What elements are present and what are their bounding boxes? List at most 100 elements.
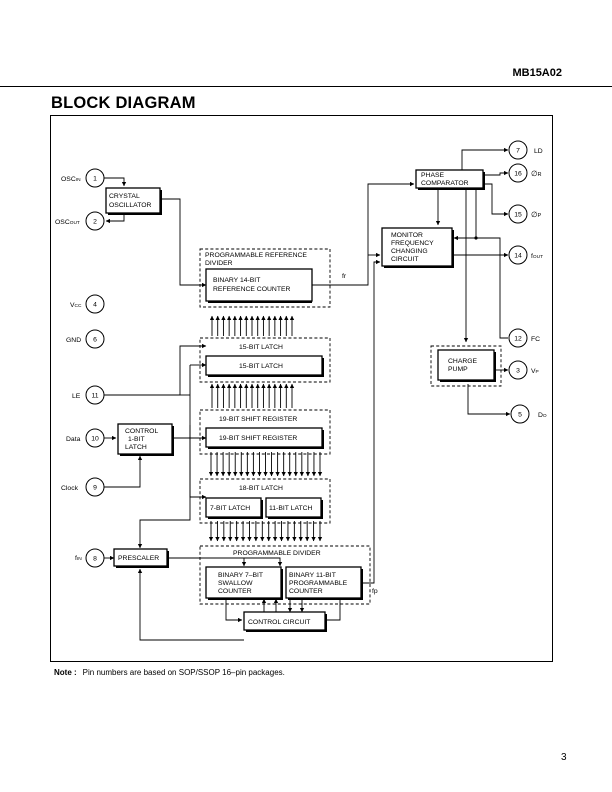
swallow-counter-line2: SWALLOW bbox=[218, 580, 253, 587]
prog-divider-group-label: PROGRAMMABLE DIVIDER bbox=[233, 550, 321, 557]
svg-text:LD: LD bbox=[534, 148, 543, 155]
svg-text:14: 14 bbox=[514, 253, 522, 260]
control-latch-line1: CONTROL bbox=[125, 428, 158, 435]
pin-do: 5 DO bbox=[510, 404, 547, 424]
svg-text:5: 5 bbox=[518, 412, 522, 419]
charge-pump-line2: PUMP bbox=[448, 366, 468, 373]
bus-arrows bbox=[208, 315, 323, 542]
ref-divider-label-line1: PROGRAMMABLE REFERENCE bbox=[205, 252, 307, 259]
svg-text:6: 6 bbox=[93, 337, 97, 344]
prog-counter-line3: COUNTER bbox=[289, 588, 323, 595]
svg-text:OSCIN: OSCIN bbox=[61, 176, 81, 183]
svg-text:3: 3 bbox=[516, 368, 520, 375]
pin-vcc: VCC 4 bbox=[70, 294, 105, 314]
ref-divider-label-line2: DIVIDER bbox=[205, 260, 233, 267]
pin-phi-r: 16 ∅R bbox=[508, 163, 542, 183]
svg-text:12: 12 bbox=[514, 336, 522, 343]
svg-text:9: 9 bbox=[93, 485, 97, 492]
latch15-group-label: 15-BIT LATCH bbox=[239, 344, 283, 351]
pin-fc: 12 FC bbox=[508, 328, 540, 348]
phase-comparator-line2: COMPARATOR bbox=[421, 180, 469, 187]
svg-text:LE: LE bbox=[72, 393, 81, 400]
svg-text:8: 8 bbox=[93, 556, 97, 563]
prog-counter-line1: BINARY 11-BIT bbox=[289, 572, 336, 579]
control-latch-block: CONTROL 1-BIT LATCH bbox=[117, 423, 174, 456]
pin-le: LE 11 bbox=[72, 385, 105, 405]
ref-counter-line1: BINARY 14-BIT bbox=[213, 277, 260, 284]
pin-vp: 3 VP bbox=[508, 360, 539, 380]
part-number: MB15A02 bbox=[512, 67, 562, 79]
fp-signal-label: fp bbox=[372, 588, 378, 595]
monitor-circuit-line1: MONITOR bbox=[391, 232, 423, 239]
latch18-group bbox=[199, 478, 331, 524]
svg-text:2: 2 bbox=[93, 219, 97, 226]
svg-text:OSCOUT: OSCOUT bbox=[55, 219, 80, 226]
swallow-counter-line3: COUNTER bbox=[218, 588, 252, 595]
fr-signal-label: fr bbox=[342, 273, 347, 280]
crystal-oscillator-line1: CRYSTAL bbox=[109, 193, 140, 200]
footnote: Note : Pin numbers are based on SOP/SSOP … bbox=[54, 668, 285, 677]
svg-text:11: 11 bbox=[91, 393, 98, 400]
latch18-group-label: 18-BIT LATCH bbox=[239, 485, 283, 492]
control-latch-line2: 1-BIT bbox=[128, 436, 145, 443]
svg-text:VCC: VCC bbox=[70, 302, 82, 309]
shift-register-block: 19-BIT SHIFT REGISTER bbox=[205, 427, 324, 449]
latch15-group bbox=[199, 337, 331, 383]
monitor-circuit-line2: FREQUENCY bbox=[391, 240, 434, 247]
monitor-circuit-block: MONITOR FREQUENCY CHANGING CIRCUIT bbox=[381, 227, 454, 268]
pin-clock: Clock 9 bbox=[61, 477, 105, 497]
crystal-oscillator-line2: OSCILLATOR bbox=[109, 202, 152, 209]
svg-text:DO: DO bbox=[538, 412, 547, 419]
shift-group-label: 19-BIT SHIFT REGISTER bbox=[219, 416, 297, 423]
monitor-circuit-line4: CIRCUIT bbox=[391, 256, 419, 263]
charge-pump-line1: CHARGE bbox=[448, 358, 478, 365]
latch15-label: 15-BIT LATCH bbox=[239, 363, 283, 370]
reference-counter-block: BINARY 14-BIT REFERENCE COUNTER bbox=[205, 268, 313, 303]
prescaler-block: PRESCALER bbox=[113, 548, 169, 568]
svg-text:fOUT: fOUT bbox=[531, 253, 543, 260]
prescaler-label: PRESCALER bbox=[118, 555, 159, 562]
svg-text:∅R: ∅R bbox=[531, 169, 542, 178]
footnote-label: Note : bbox=[54, 668, 77, 677]
pin-data: Data 10 bbox=[66, 428, 105, 448]
pin-fin: fIN 8 bbox=[75, 548, 105, 568]
section-title: BLOCK DIAGRAM bbox=[51, 94, 196, 112]
pin-gnd: GND 6 bbox=[66, 329, 105, 349]
shift-register-group bbox=[199, 409, 331, 455]
charge-pump-block: CHARGE PUMP bbox=[437, 349, 496, 382]
swallow-counter-block: BINARY 7–BIT SWALLOW COUNTER bbox=[205, 566, 283, 600]
wires bbox=[104, 147, 511, 641]
shift-register-label: 19-BIT SHIFT REGISTER bbox=[219, 435, 297, 442]
diagram-frame bbox=[50, 115, 553, 662]
latch11-block: 11-BIT LATCH bbox=[265, 497, 323, 519]
control-circuit-block: CONTROL CIRCUIT bbox=[243, 611, 327, 632]
prog-counter-block: BINARY 11-BIT PROGRAMMABLE COUNTER bbox=[285, 566, 363, 600]
svg-text:7: 7 bbox=[516, 148, 520, 155]
pin-osc-out: OSCOUT 2 bbox=[55, 211, 105, 231]
control-latch-line3: LATCH bbox=[125, 444, 147, 451]
crystal-oscillator-block: CRYSTAL OSCILLATOR bbox=[105, 187, 162, 215]
svg-text:10: 10 bbox=[91, 436, 99, 443]
svg-text:15: 15 bbox=[514, 212, 522, 219]
reference-divider-group bbox=[199, 248, 331, 308]
svg-text:1: 1 bbox=[93, 176, 97, 183]
monitor-circuit-line3: CHANGING bbox=[391, 248, 428, 255]
svg-text:FC: FC bbox=[531, 336, 540, 343]
control-circuit-label: CONTROL CIRCUIT bbox=[248, 619, 310, 626]
header-rule bbox=[0, 86, 612, 87]
page-number: 3 bbox=[561, 752, 567, 763]
swallow-counter-line1: BINARY 7–BIT bbox=[218, 572, 263, 579]
latch11-label: 11-BIT LATCH bbox=[269, 505, 313, 512]
phase-comparator-block: PHASE COMPARATOR bbox=[415, 169, 485, 190]
svg-text:GND: GND bbox=[66, 337, 81, 344]
svg-text:VP: VP bbox=[531, 368, 539, 375]
latch7-label: 7-BIT LATCH bbox=[210, 505, 250, 512]
programmable-divider-group bbox=[199, 545, 371, 605]
pin-phi-p: 15 ∅P bbox=[508, 204, 541, 224]
latch7-block: 7-BIT LATCH bbox=[205, 497, 263, 519]
svg-text:∅P: ∅P bbox=[531, 210, 541, 219]
footnote-text: Pin numbers are based on SOP/SSOP 16–pin… bbox=[82, 668, 285, 677]
prog-counter-line2: PROGRAMMABLE bbox=[289, 580, 348, 587]
svg-text:4: 4 bbox=[93, 302, 97, 309]
